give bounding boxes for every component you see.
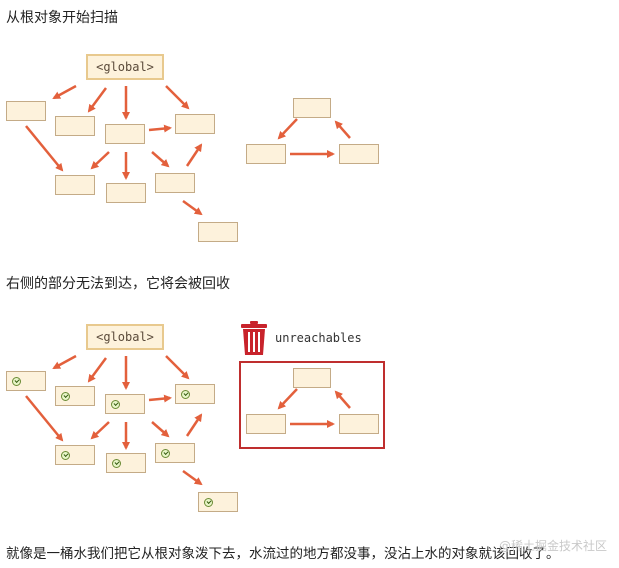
arrow [148, 124, 172, 133]
arrow [25, 125, 64, 172]
diagram-scan-start: <global> [0, 0, 619, 260]
check-circle-icon [181, 390, 190, 399]
middle-text: 右侧的部分无法到达，它将会被回收 [6, 276, 230, 292]
reachable-object-box [198, 492, 238, 512]
reachable-object-box [175, 384, 215, 404]
unreachables-label: unreachables [275, 331, 362, 345]
intro-text: 从根对象开始扫描 [6, 10, 118, 26]
check-circle-icon [161, 449, 170, 458]
check-circle-icon [112, 459, 121, 468]
check-circle-icon [204, 498, 213, 507]
watermark: @稀土掘金技术社区 [498, 539, 607, 553]
arrow [90, 421, 110, 440]
diagram-unreachable: <global> unreachables [0, 270, 619, 530]
unreachable-object-box [339, 414, 379, 434]
reachable-object-box [55, 386, 95, 406]
check-circle-icon [12, 377, 21, 386]
object-box [6, 101, 46, 121]
unreachable-object-box [293, 368, 331, 388]
global-root-box: <global> [86, 54, 164, 80]
reachable-object-box [155, 443, 195, 463]
unreachable-group-frame [239, 361, 385, 449]
arrow [182, 199, 203, 216]
trash-can-icon [241, 321, 267, 355]
arrows-diagram-1 [25, 84, 351, 216]
unreachable-object-box [246, 414, 286, 434]
object-box [55, 116, 95, 136]
arrow [185, 413, 203, 437]
arrow [90, 151, 110, 170]
object-box [155, 173, 195, 193]
reachable-object-box [55, 445, 95, 465]
arrow [334, 120, 351, 139]
arrow [277, 118, 298, 140]
arrow [87, 87, 108, 113]
arrow [87, 357, 108, 383]
reachable-object-box [6, 371, 46, 391]
arrow [25, 395, 64, 442]
object-box [55, 175, 95, 195]
arrow [151, 151, 170, 168]
check-circle-icon [61, 392, 70, 401]
global-root-box: <global> [86, 324, 164, 350]
arrow [277, 388, 298, 410]
conclusion-text: 就像是一桶水我们把它从根对象泼下去，水流过的地方都没事，没沾上水的对象就该回收了… [6, 546, 560, 562]
object-box [198, 222, 238, 242]
arrow [165, 85, 190, 110]
arrow [165, 355, 190, 380]
arrow [185, 143, 203, 167]
object-box [105, 124, 145, 144]
check-circle-icon [111, 400, 120, 409]
arrow [182, 469, 203, 486]
check-circle-icon [61, 451, 70, 460]
reachable-object-box [106, 453, 146, 473]
isolated-object-box [293, 98, 331, 118]
isolated-object-box [246, 144, 286, 164]
arrow [52, 354, 77, 370]
reachable-object-box [105, 394, 145, 414]
arrow [334, 390, 351, 409]
arrow [151, 421, 170, 438]
isolated-object-box [339, 144, 379, 164]
object-box [106, 183, 146, 203]
arrows-diagram-2 [25, 354, 351, 486]
arrow [148, 394, 172, 403]
object-box [175, 114, 215, 134]
arrow [52, 84, 77, 100]
